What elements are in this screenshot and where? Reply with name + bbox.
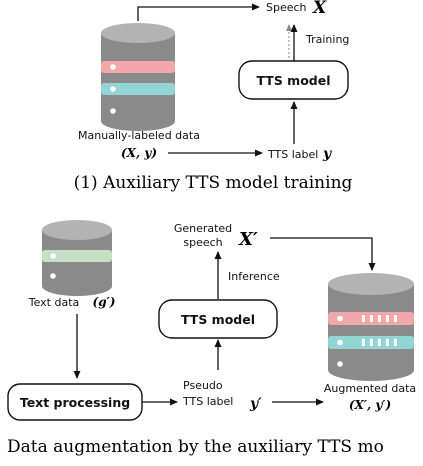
augmented-data-label: Augmented data [324, 382, 416, 395]
tts-model-label-bottom: TTS model [181, 312, 255, 327]
tts-model-box-top: TTS model [238, 60, 349, 100]
training-label: Training [305, 33, 349, 46]
tts-model-label-top: TTS model [256, 73, 330, 88]
augmented-data-pair: (X′, y′) [349, 398, 391, 412]
arrow-db-to-speech [137, 3, 260, 21]
caption-2: Data augmentation by the auxiliary TTS m… [7, 437, 384, 457]
caption-1: (1) Auxiliary TTS model training [74, 173, 353, 193]
tts-model-box-bottom: TTS model [158, 299, 278, 339]
text-processing-box: Text processing [7, 383, 143, 421]
pseudo-symbol: y′ [249, 396, 262, 412]
tts-label-text: TTS label [267, 148, 318, 161]
text-data-symbol: (g′) [93, 295, 116, 309]
manual-data-label: Manually-labeled data [78, 129, 200, 142]
database-icon-text [42, 220, 112, 296]
inference-label: Inference [228, 270, 280, 283]
speech-symbol: X [312, 0, 327, 18]
pseudo-label-line2: TTS label [182, 395, 233, 408]
generated-label-line2: speech [183, 236, 222, 249]
database-icon-manual [101, 23, 175, 131]
arrow-generated-to-augmented [270, 237, 376, 271]
generated-symbol: X′ [238, 229, 258, 250]
manual-data-pair: (X, y) [121, 146, 157, 160]
pseudo-label-line1: Pseudo [183, 379, 223, 392]
speech-label: Speech [266, 1, 307, 14]
tts-label-symbol: y [322, 146, 332, 162]
text-data-label: Text data [28, 296, 80, 309]
text-processing-label: Text processing [20, 395, 130, 410]
generated-label-line1: Generated [174, 222, 232, 235]
database-icon-augmented [328, 273, 414, 381]
